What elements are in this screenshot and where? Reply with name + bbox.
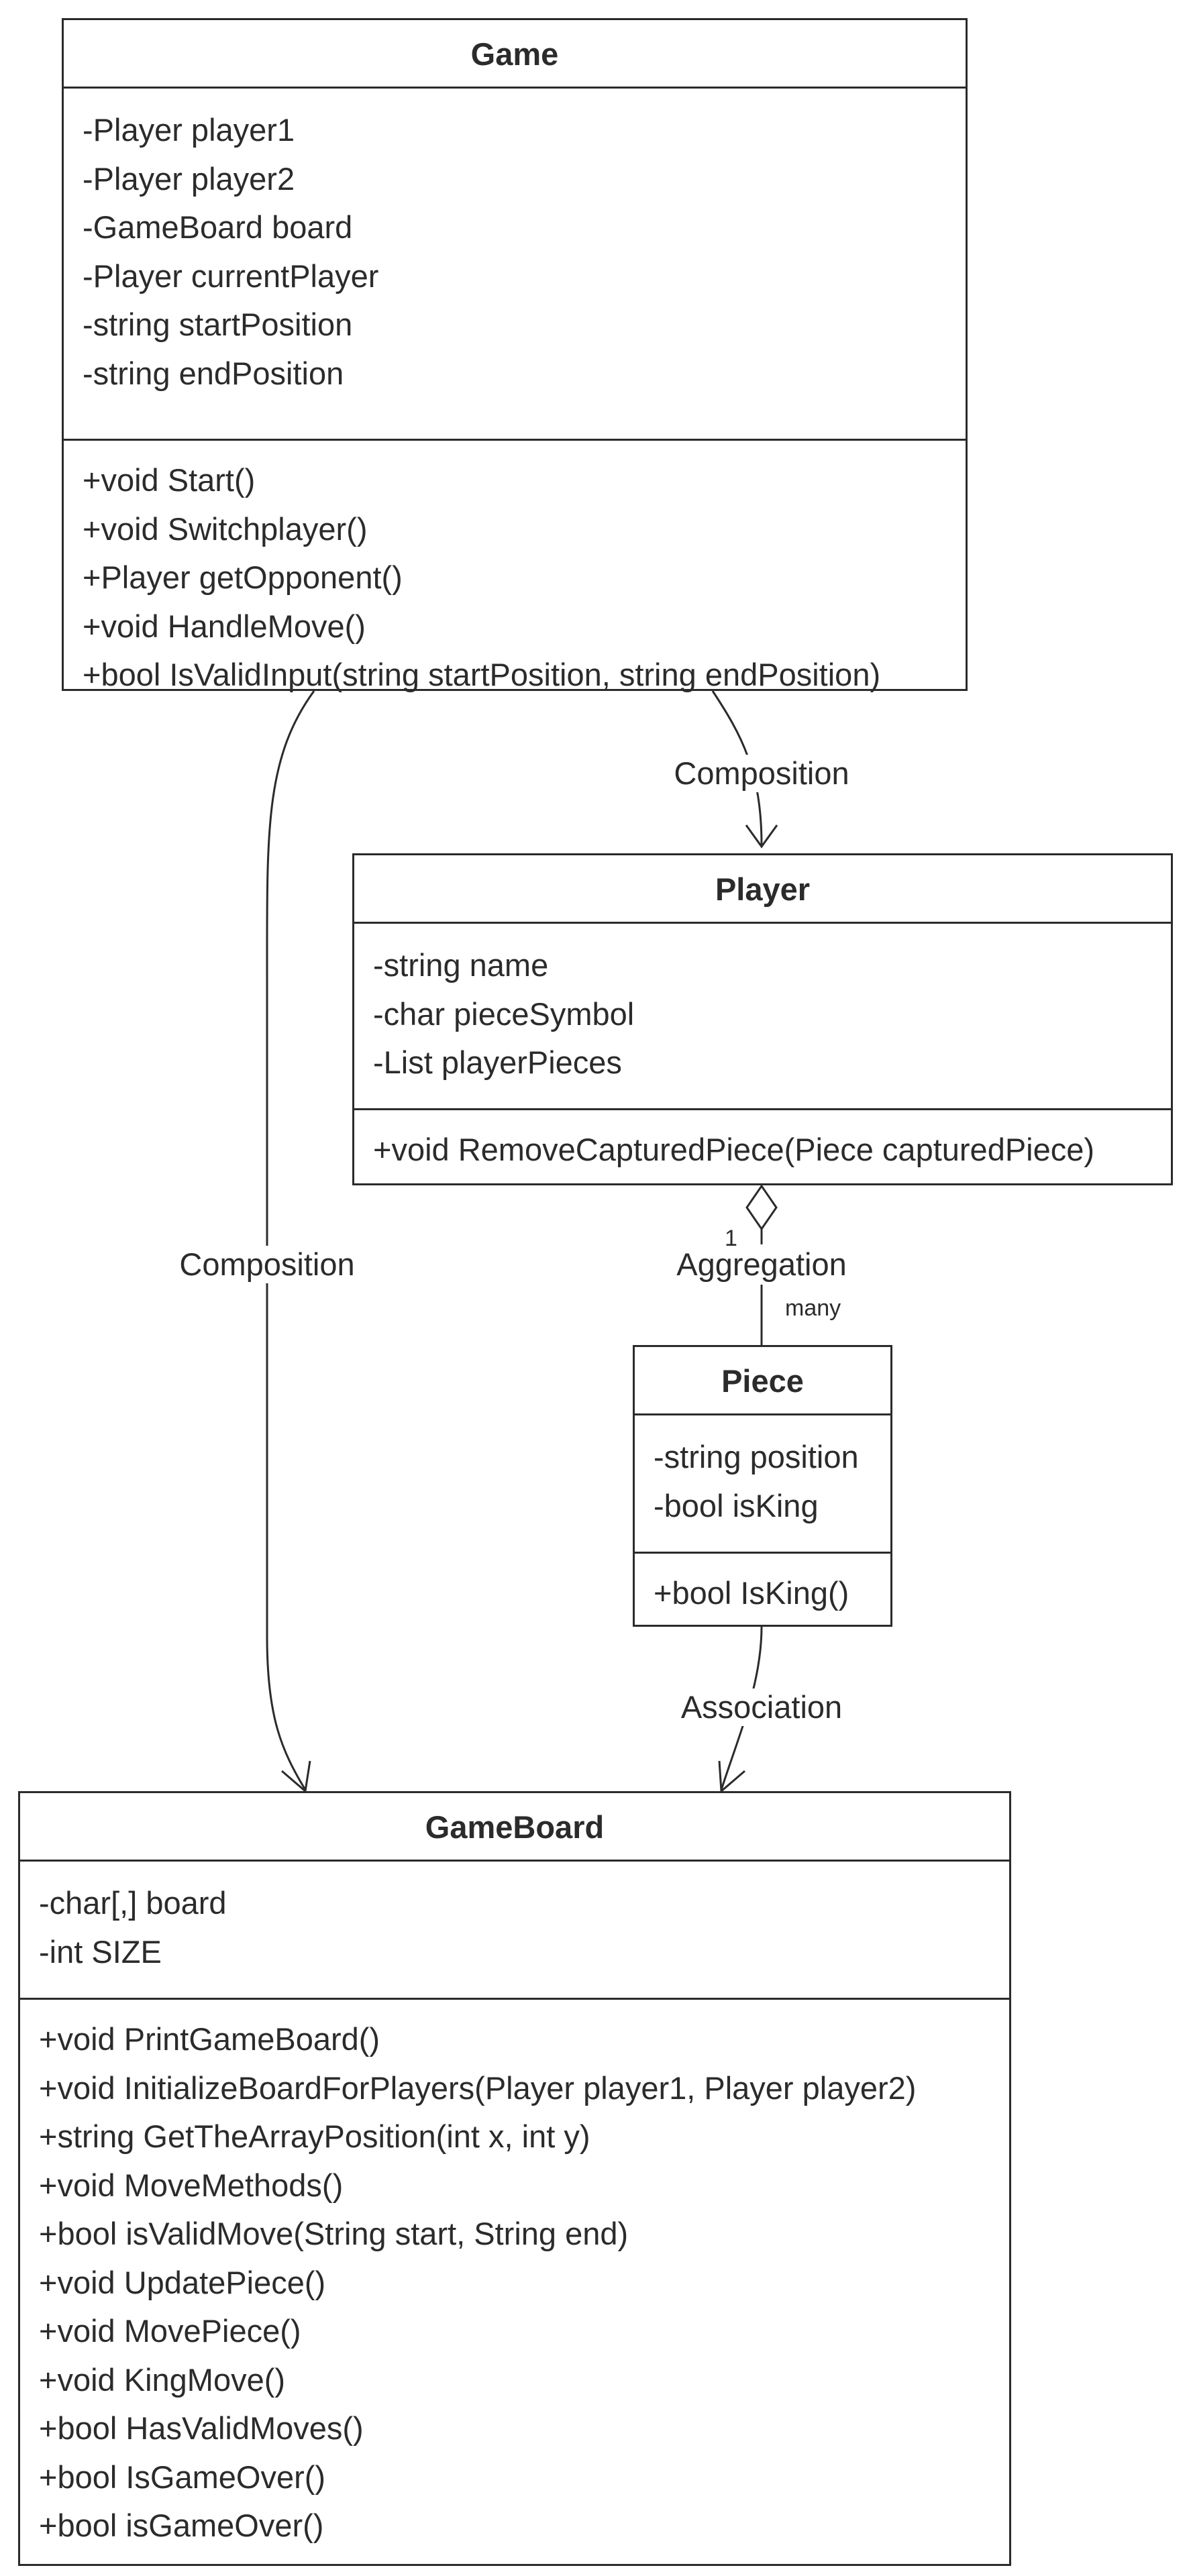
methods: +void Start() +void Switchplayer() +Play… [64, 441, 966, 704]
attribute: -bool isKing [654, 1487, 819, 1523]
method: +void InitializeBoardForPlayers(Player p… [39, 2070, 917, 2106]
method: +void HandleMove() [83, 608, 366, 644]
attribute: -string startPosition [83, 307, 353, 342]
method: +void UpdatePiece() [39, 2264, 326, 2300]
method: +bool isGameOver() [39, 2508, 324, 2543]
class-title: Game [64, 20, 966, 89]
attribute: -Player currentPlayer [83, 258, 379, 294]
class-gameboard: GameBoard -char[,] board -int SIZE +void… [18, 1791, 1011, 2566]
attribute: -Player player2 [83, 160, 295, 197]
attribute: -char pieceSymbol [373, 996, 635, 1032]
arrow-head-gameboard-left [281, 1760, 311, 1793]
class-player: Player -string name -char pieceSymbol -L… [352, 853, 1173, 1185]
method: +string GetTheArrayPosition(int x, int y… [39, 2118, 590, 2154]
method: +void Start() [83, 462, 256, 498]
edge-game-gameboard [266, 690, 315, 1790]
method: +bool IsGameOver() [39, 2459, 326, 2495]
method: +void Switchplayer() [83, 511, 368, 547]
attribute: -List playerPieces [373, 1044, 622, 1080]
method: +void KingMove() [39, 2361, 286, 2398]
attribute: -Player player1 [83, 112, 295, 148]
method: +bool IsKing() [654, 1575, 849, 1611]
method: +void PrintGameBoard() [39, 2021, 380, 2057]
attribute: -GameBoard board [83, 209, 353, 245]
class-title: Player [354, 855, 1171, 924]
method: +void RemoveCapturedPiece(Piece captured… [373, 1132, 1095, 1167]
multiplicity-piece: many [785, 1295, 841, 1322]
multiplicity-player: 1 [725, 1225, 737, 1252]
methods: +void RemoveCapturedPiece(Piece captured… [354, 1110, 1171, 1179]
aggregation-diamond [745, 1184, 778, 1231]
method: +bool HasValidMoves() [39, 2410, 364, 2446]
methods: +void PrintGameBoard() +void InitializeB… [20, 2000, 1009, 2555]
method: +bool isValidMove(String start, String e… [39, 2216, 629, 2251]
label-piece-gameboard: Association [678, 1688, 845, 1726]
class-piece: Piece -string position -bool isKing +boo… [633, 1345, 892, 1627]
method: +void MovePiece() [39, 2313, 301, 2349]
label-game-player: Composition [671, 755, 852, 792]
attributes: -string name -char pieceSymbol -List pla… [354, 924, 1171, 1110]
attribute: -string position [654, 1439, 859, 1474]
methods: +bool IsKing() [635, 1554, 890, 1623]
attribute: -int SIZE [39, 1933, 162, 1970]
arrow-head-player [745, 824, 778, 849]
class-game: Game -Player player1 -Player player2 -Ga… [62, 18, 968, 692]
attribute: -string endPosition [83, 355, 344, 391]
attributes: -Player player1 -Player player2 -GameBoa… [64, 89, 966, 441]
attribute: -char[,] board [39, 1885, 227, 1921]
attributes: -string position -bool isKing [635, 1415, 890, 1554]
attributes: -char[,] board -int SIZE [20, 1862, 1009, 2000]
label-player-piece: Aggregation [674, 1246, 849, 1283]
label-game-gameboard: Composition [176, 1246, 358, 1283]
method: +bool IsValidInput(string startPosition,… [83, 657, 881, 692]
method: +Player getOpponent() [83, 559, 403, 595]
class-title: GameBoard [20, 1793, 1009, 1862]
method: +void MoveMethods() [39, 2167, 344, 2203]
class-title: Piece [635, 1347, 890, 1415]
attribute: -string name [373, 947, 549, 983]
